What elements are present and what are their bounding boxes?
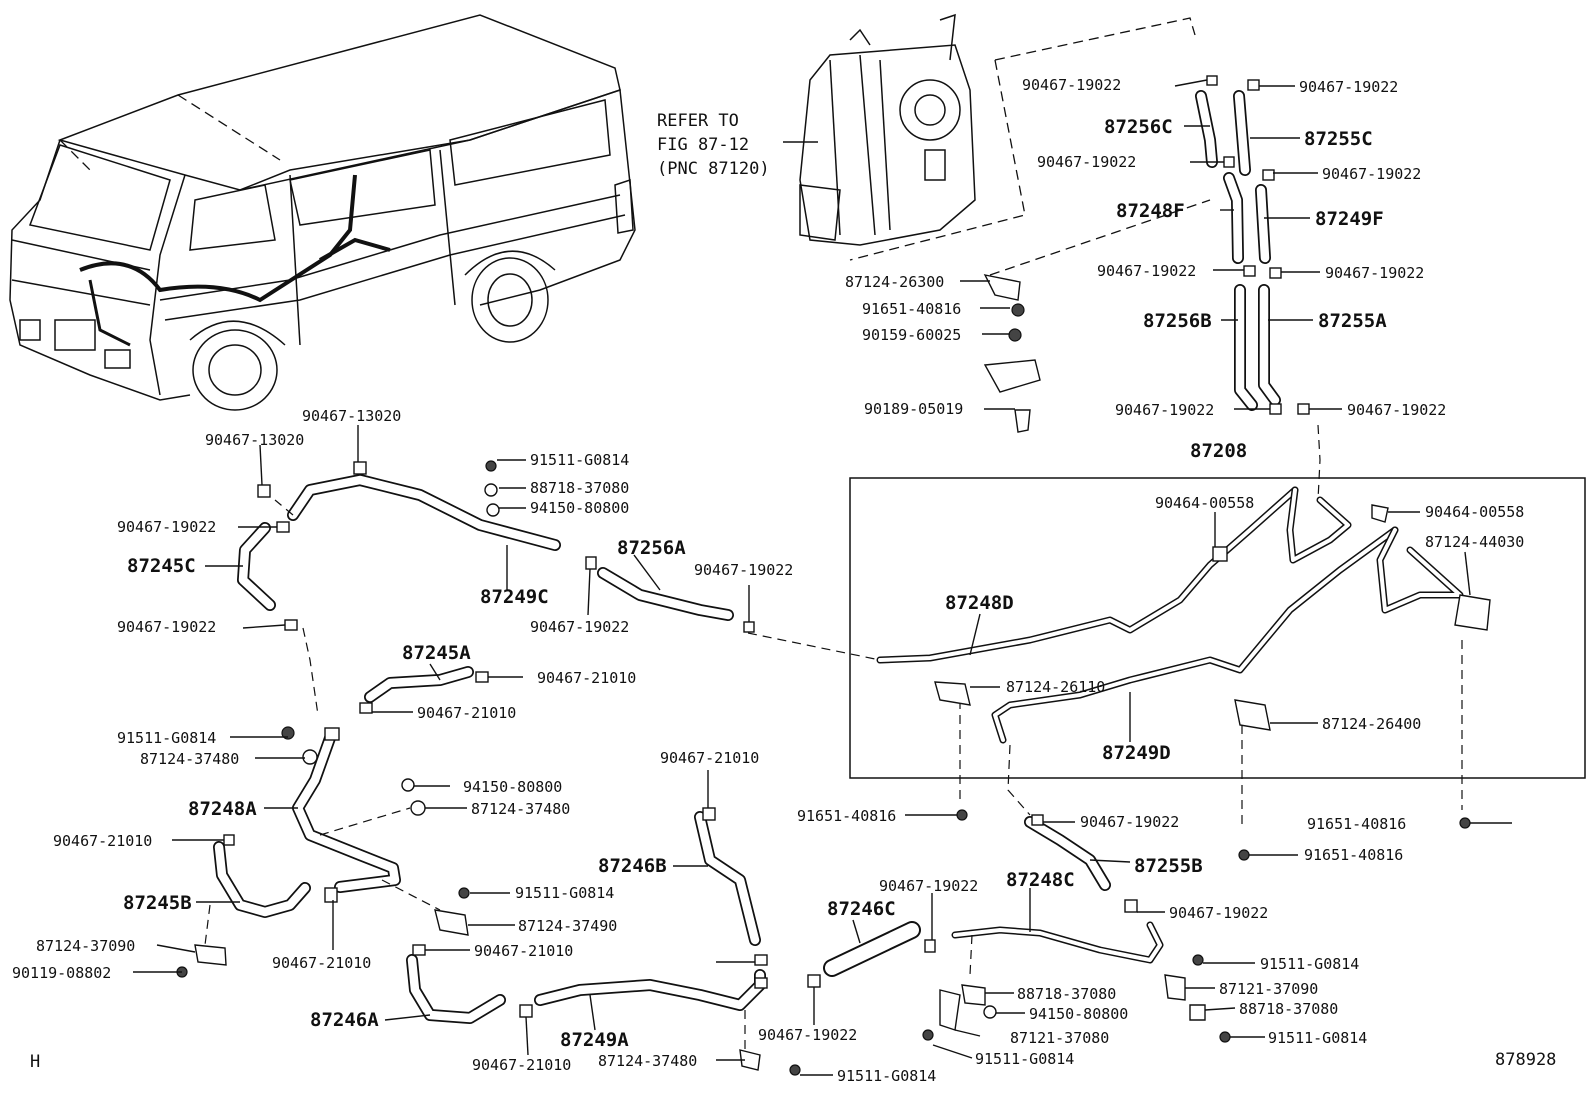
callout-87245C-clamp-top: 90467-19022: [117, 518, 216, 536]
callout-87256A-clamp-left: 90467-19022: [530, 618, 629, 636]
callout-87124-26110: 87124-26110: [1006, 678, 1105, 696]
callout-87256A: 87256A: [617, 537, 686, 559]
callout-87249F: 87249F: [1315, 208, 1384, 230]
pipes: [876, 486, 1464, 964]
callout-87121-37080: 87121-37080: [1010, 1029, 1109, 1047]
callout-87255B-clamp-bottom: 90467-19022: [1169, 904, 1268, 922]
callout-87208: 87208: [1190, 440, 1247, 462]
assembly-87208-box: [849, 477, 1586, 779]
callout-87245B-clamp: 90467-21010: [53, 832, 152, 850]
figure-number: 878928: [1495, 1050, 1556, 1070]
callout-87249A-clamp: 90467-21010: [472, 1056, 571, 1074]
callout-91511-G0814-bottom: 91511-G0814: [837, 1067, 936, 1085]
callout-87255A: 87255A: [1318, 310, 1387, 332]
callout-91511-G0814-bottom-mid: 91511-G0814: [975, 1050, 1074, 1068]
callout-87248D: 87248D: [945, 592, 1014, 614]
callout-87246B-clamp-top: 90467-21010: [660, 749, 759, 767]
callout-87124-37480-mid: 87124-37480: [471, 800, 570, 818]
callout-87246C-clamp-bottom: 90467-19022: [758, 1026, 857, 1044]
callout-87124-26400: 87124-26400: [1322, 715, 1421, 733]
callout-87256A-clamp-right: 90467-19022: [694, 561, 793, 579]
callout-91511-G0814-mid: 91511-G0814: [515, 884, 614, 902]
callout-top-left-clamp-1: 90467-19022: [1022, 76, 1121, 94]
callout-90189-05019: 90189-05019: [864, 400, 963, 418]
callout-91511-G0814-right-bottom: 91511-G0814: [1268, 1029, 1367, 1047]
callout-87245C: 87245C: [127, 555, 196, 577]
callout-88718-37080-top: 88718-37080: [530, 479, 629, 497]
callout-mid-right-clamp: 90467-19022: [1325, 264, 1424, 282]
callout-88718-37080-mid: 88718-37080: [1017, 985, 1116, 1003]
callout-lower-right-clamp: 90467-19022: [1347, 401, 1446, 419]
callout-labels: 90467-19022 90467-19022 87256C 87255C 90…: [12, 76, 1556, 1085]
corner-mark: H: [30, 1052, 40, 1072]
callout-87248F: 87248F: [1116, 200, 1185, 222]
callout-91651-40816-mid: 91651-40816: [1304, 846, 1403, 864]
refer-note: REFER TO FIG 87-12 (PNC 87120): [657, 111, 818, 179]
callout-87124-26300: 87124-26300: [845, 273, 944, 291]
callout-87124-44030: 87124-44030: [1425, 533, 1524, 551]
callout-87245A-clamp-left: 90467-21010: [417, 704, 516, 722]
callout-87245C-clamp-bottom: 90467-19022: [117, 618, 216, 636]
leader-lines: [133, 79, 1512, 1076]
callout-91651-40816-left: 91651-40816: [797, 807, 896, 825]
callout-94150-80800-top: 94150-80800: [530, 499, 629, 517]
heater-unit-illustration: [799, 13, 1211, 276]
callout-90467-13020-a: 90467-13020: [302, 407, 401, 425]
callout-87249C: 87249C: [480, 586, 549, 608]
callout-90467-13020-b: 90467-13020: [205, 431, 304, 449]
callout-87246A-clamp-top: 90467-21010: [474, 942, 573, 960]
dashed-leaders: [204, 424, 1463, 1050]
callout-87124-37480-left: 87124-37480: [140, 750, 239, 768]
callout-90159-60025: 90159-60025: [862, 326, 961, 344]
callout-87256C: 87256C: [1104, 116, 1173, 138]
van-illustration: [9, 14, 636, 411]
callout-91511-G0814-top: 91511-G0814: [530, 451, 629, 469]
fittings: [176, 75, 1491, 1076]
callout-91651-40816-top: 91651-40816: [862, 300, 961, 318]
callout-87245A-clamp-right: 90467-21010: [537, 669, 636, 687]
callout-94150-80800-mid: 94150-80800: [463, 778, 562, 796]
callout-87249A: 87249A: [560, 1029, 629, 1051]
callout-top-right-clamp-1: 90467-19022: [1299, 78, 1398, 96]
callout-87255B: 87255B: [1134, 855, 1203, 877]
callout-94150-80800-bottom: 94150-80800: [1029, 1005, 1128, 1023]
callout-87246C-clamp-top: 90467-19022: [879, 877, 978, 895]
refer-line-3: (PNC 87120): [657, 159, 770, 179]
hoses: [213, 90, 1281, 1024]
callout-top-right-clamp-2: 90467-19022: [1322, 165, 1421, 183]
callout-top-left-clamp-2: 90467-19022: [1037, 153, 1136, 171]
callout-90464-00558-right: 90464-00558: [1425, 503, 1524, 521]
callout-91651-40816-right: 91651-40816: [1307, 815, 1406, 833]
callout-87255B-clamp-top: 90467-19022: [1080, 813, 1179, 831]
callout-87245A: 87245A: [402, 642, 471, 664]
callout-87245B-clamp-bottom: 90467-21010: [272, 954, 371, 972]
callout-87246A: 87246A: [310, 1009, 379, 1031]
callout-90119-08802: 90119-08802: [12, 964, 111, 982]
callout-90464-00558-left: 90464-00558: [1155, 494, 1254, 512]
callout-87248C: 87248C: [1006, 869, 1075, 891]
refer-line-1: REFER TO: [657, 111, 739, 131]
callout-87124-37490: 87124-37490: [518, 917, 617, 935]
callout-mid-left-clamp: 90467-19022: [1097, 262, 1196, 280]
callout-87121-37090: 87121-37090: [1219, 980, 1318, 998]
callout-87124-37090: 87124-37090: [36, 937, 135, 955]
callout-87124-37480-bottom: 87124-37480: [598, 1052, 697, 1070]
callout-87246B: 87246B: [598, 855, 667, 877]
callout-91511-G0814-left: 91511-G0814: [117, 729, 216, 747]
callout-87246C: 87246C: [827, 898, 896, 920]
callout-87255C: 87255C: [1304, 128, 1373, 150]
callout-lower-left-clamp: 90467-19022: [1115, 401, 1214, 419]
callout-87248A: 87248A: [188, 798, 257, 820]
callout-87249D: 87249D: [1102, 742, 1171, 764]
callout-87256B: 87256B: [1143, 310, 1212, 332]
refer-line-2: FIG 87-12: [657, 135, 749, 155]
callout-91511-G0814-right-top: 91511-G0814: [1260, 955, 1359, 973]
callout-87245B: 87245B: [123, 892, 192, 914]
callout-88718-37080-right: 88718-37080: [1239, 1000, 1338, 1018]
